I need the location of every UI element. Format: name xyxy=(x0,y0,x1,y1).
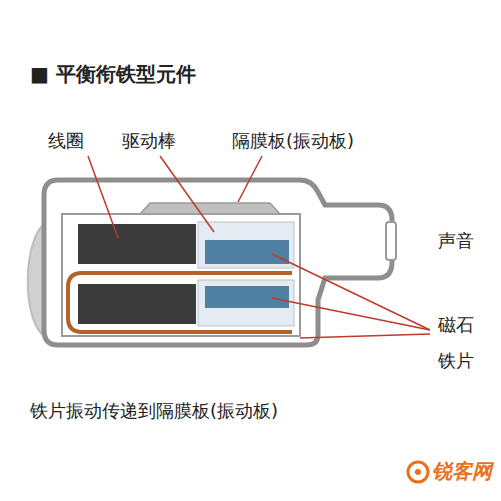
coil-bottom xyxy=(78,284,196,324)
drive-rod-bottom xyxy=(198,280,294,326)
sound-port xyxy=(386,222,396,260)
leader-line xyxy=(88,156,118,238)
inner-frame xyxy=(62,214,300,336)
housing-outline xyxy=(44,180,392,345)
part-label: 铁片 xyxy=(438,350,474,372)
leader-line xyxy=(300,334,430,338)
leader-lines xyxy=(88,156,430,338)
part-label: 磁石 xyxy=(438,314,474,336)
watermark-logo xyxy=(408,462,428,482)
watermark: 锐客网 xyxy=(432,459,492,483)
part-label: 隔膜板(振动板) xyxy=(232,130,354,152)
leader-line xyxy=(238,156,262,202)
diagram-caption: 铁片振动传递到隔膜板(振动板) xyxy=(30,400,278,422)
magnet-bottom xyxy=(205,286,289,308)
iron-armature xyxy=(68,273,292,332)
diaphragm-plate xyxy=(140,203,280,214)
part-label: 线圈 xyxy=(48,130,84,152)
leader-line xyxy=(272,254,430,330)
coil-top xyxy=(78,224,196,264)
leader-line xyxy=(160,156,214,232)
part-label: 声音 xyxy=(438,230,474,252)
leader-line xyxy=(272,298,430,330)
magnet-top xyxy=(205,240,289,264)
diagram-title: ■ 平衡衔铁型元件 xyxy=(30,62,196,86)
part-label: 驱动棒 xyxy=(122,130,176,152)
